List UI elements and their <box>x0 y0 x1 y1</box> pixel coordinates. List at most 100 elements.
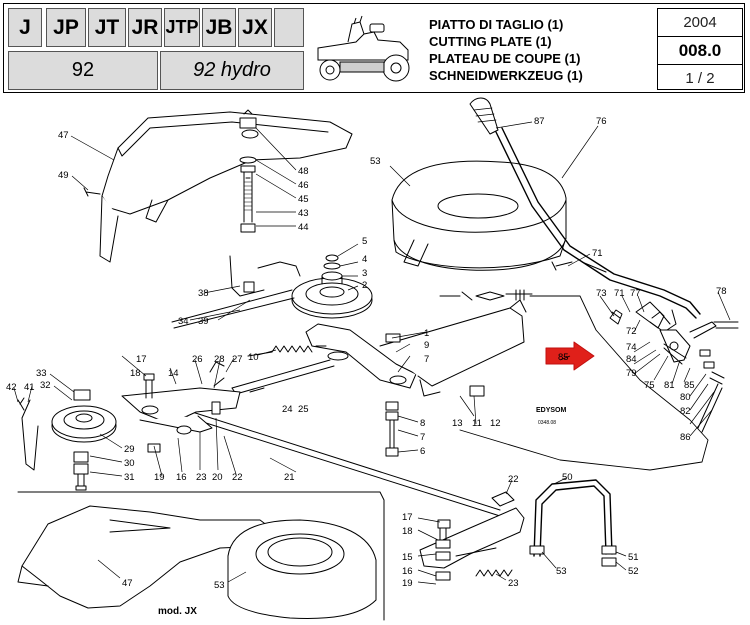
part-label-17: 17 <box>136 354 147 365</box>
part-label-45: 47 <box>58 130 69 141</box>
part-label-7: 7 <box>424 354 429 365</box>
belt-guard-top <box>101 111 353 215</box>
part-label-31: 31 <box>124 472 135 483</box>
model-grid: J JP JT JR JTP JB JX 92 92 hydro <box>8 8 304 92</box>
part-label-19: 19 <box>154 472 165 483</box>
part-label-34: 34 <box>178 316 189 327</box>
variant-cell: 92 <box>8 51 158 90</box>
part-label-12: 12 <box>490 418 501 429</box>
part-label-11: 11 <box>472 418 482 429</box>
part-label-8: 8 <box>420 418 425 429</box>
part-label-18b: 18 <box>402 526 413 537</box>
model-cell: JP <box>46 8 86 47</box>
part-label-77: 77 <box>630 288 641 299</box>
inset-cover <box>227 519 377 619</box>
part-label-75: 75 <box>644 380 655 391</box>
year-label: 2004 <box>658 9 742 37</box>
part-label-24: 24 <box>282 404 293 415</box>
part-label-71: 71 <box>614 288 625 299</box>
part-label-20: 20 <box>212 472 223 483</box>
part-label-78: 78 <box>716 286 727 297</box>
part-label-4: 4 <box>362 254 367 265</box>
blade-cover <box>391 160 567 271</box>
part-label-13: 13 <box>452 418 463 429</box>
part-label-85: 85 <box>558 352 569 363</box>
part-label-39: 39 <box>198 316 209 327</box>
part-label-45b: 47 <box>122 578 133 589</box>
part-label-15: 15 <box>402 552 413 563</box>
part-label-14: 14 <box>168 368 179 379</box>
part-label-73: 73 <box>596 288 607 299</box>
part-label-33: 33 <box>36 368 47 379</box>
part-label-25: 25 <box>298 404 309 415</box>
part-label-2: 2 <box>362 280 367 291</box>
part-label-79: 79 <box>626 368 637 379</box>
part-label-43: 44 <box>298 222 309 233</box>
part-label-53b: 53 <box>214 580 225 591</box>
part-label-82: 82 <box>680 406 691 417</box>
part-label-28: 28 <box>214 354 225 365</box>
model-cell: JTP <box>164 8 200 47</box>
part-label-7b: 7 <box>420 432 425 443</box>
part-label-18: 18 <box>130 368 141 379</box>
part-label-72: 72 <box>626 326 637 337</box>
part-label-27: 27 <box>232 354 243 365</box>
part-label-10: 10 <box>248 352 259 363</box>
page-indicator: 1 / 2 <box>685 70 715 87</box>
part-label-86: 86 <box>680 432 691 443</box>
part-label-52: 53 <box>556 566 567 577</box>
stamp-logo: EDYSOM <box>536 407 567 414</box>
part-label-16: 16 <box>176 472 187 483</box>
part-label-22: 22 <box>232 472 243 483</box>
part-label-38: 38 <box>198 288 209 299</box>
model-cell: JT <box>88 8 126 47</box>
part-label-6: 6 <box>420 446 425 457</box>
part-label-83: 84 <box>626 354 637 365</box>
part-label-40: 41 <box>24 382 35 393</box>
part-label-53: 53 <box>370 156 381 167</box>
part-label-48: 49 <box>58 170 69 181</box>
part-label-81: 81 <box>664 380 675 391</box>
deck-belt <box>183 409 501 517</box>
title-fr: PLATEAU DE COUPE (1) <box>429 51 581 66</box>
doc-info-box: 2004 008.0 1 / 2 <box>657 8 743 90</box>
part-label-87: 87 <box>534 116 545 127</box>
part-label-74: 74 <box>626 342 637 353</box>
part-label-32: 32 <box>40 380 51 391</box>
bolt-shaft <box>243 177 253 223</box>
part-label-23: 23 <box>196 472 207 483</box>
section-titles: PIATTO DI TAGLIO (1) CUTTING PLATE (1) P… <box>429 16 649 84</box>
variant-cell: 92 hydro <box>160 51 304 90</box>
part-label-42: 43 <box>298 208 309 219</box>
part-label-41: 42 <box>6 382 17 393</box>
part-label-76: 76 <box>596 116 607 127</box>
model-cell: JB <box>202 8 236 47</box>
part-label-5: 5 <box>362 236 367 247</box>
part-label-47: 48 <box>298 166 309 177</box>
inset-caption: mod. JX <box>158 606 197 617</box>
part-label-23b: 23 <box>508 578 519 589</box>
part-label-17b: 17 <box>402 512 413 523</box>
part-label-1: 1 <box>424 328 429 339</box>
tractor-icon <box>317 15 410 82</box>
part-label-46: 46 <box>298 180 309 191</box>
model-cell: JX <box>238 8 272 47</box>
part-label-49: 50 <box>562 472 573 483</box>
header-block: J JP JT JR JTP JB JX 92 92 hydro <box>3 3 745 93</box>
model-cell-empty <box>274 8 304 47</box>
part-label-16b: 16 <box>402 566 413 577</box>
drive-belt <box>171 289 295 329</box>
part-label-50: 51 <box>628 552 639 563</box>
model-cell: JR <box>128 8 162 47</box>
stamp-code: 0348.08 <box>538 420 556 426</box>
part-label-19b: 19 <box>402 578 413 589</box>
part-label-54: 71 <box>592 248 603 259</box>
part-label-51: 52 <box>628 566 639 577</box>
part-label-21: 21 <box>284 472 295 483</box>
bolt-head <box>241 129 259 139</box>
part-label-29: 29 <box>124 444 135 455</box>
tensioner-arm <box>305 323 417 389</box>
lever-knob <box>469 97 499 135</box>
